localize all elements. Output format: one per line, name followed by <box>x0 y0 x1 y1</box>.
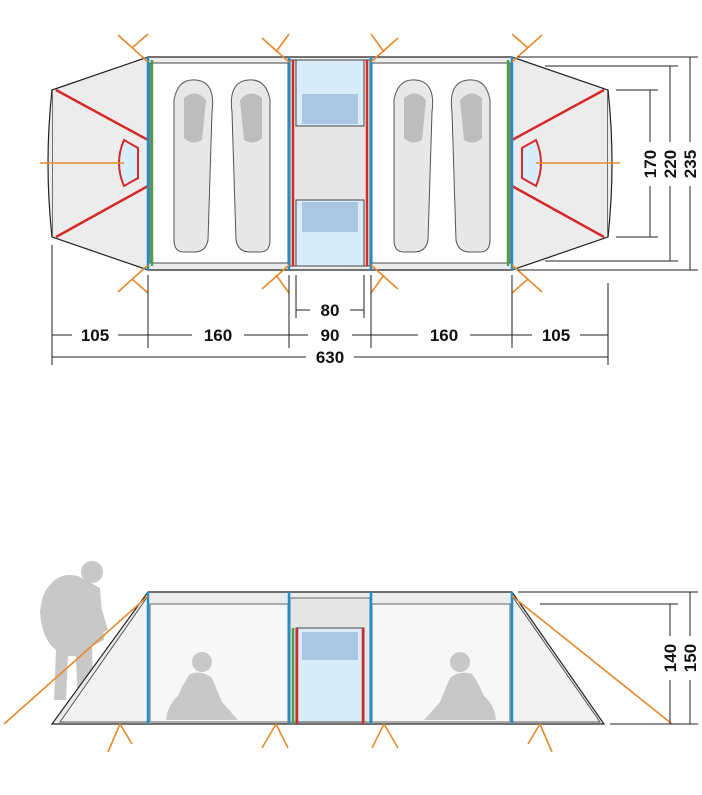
side-door-window <box>302 632 358 660</box>
red-poles-plan <box>55 60 605 266</box>
dim-right-bedroom: 160 <box>430 326 458 345</box>
left-vent <box>118 138 139 188</box>
dimension-lines-plan <box>51 56 698 365</box>
sleeping-bags <box>173 79 491 253</box>
center-window-top <box>302 94 358 124</box>
right-vent <box>521 138 542 188</box>
dim-total-width: 235 <box>681 150 700 178</box>
dim-bedroom-width: 220 <box>661 150 680 178</box>
center-window-bottom <box>302 202 358 232</box>
dim-total-length: 630 <box>316 348 344 367</box>
poles-side <box>146 592 514 724</box>
dim-total-height: 150 <box>681 644 700 672</box>
blue-poles-plan <box>146 57 514 270</box>
dim-center-door: 80 <box>321 301 340 320</box>
dimension-lines-side <box>518 591 698 725</box>
dim-right-vestibule: 105 <box>542 326 570 345</box>
guy-lines-plan <box>40 33 620 294</box>
sitting-figure-left <box>166 652 238 720</box>
dim-inner-width: 170 <box>641 150 660 178</box>
dim-inner-height: 140 <box>661 644 680 672</box>
sitting-figure-right <box>424 652 496 720</box>
dim-center-living: 90 <box>321 326 340 345</box>
guy-lines-side <box>3 595 673 753</box>
dim-left-vestibule: 105 <box>81 326 109 345</box>
side-view: 140 150 <box>3 561 700 753</box>
right-vestibule-side <box>511 594 601 723</box>
dim-left-bedroom: 160 <box>204 326 232 345</box>
plan-view: 105 160 80 90 160 105 630 170 220 235 <box>40 33 700 367</box>
